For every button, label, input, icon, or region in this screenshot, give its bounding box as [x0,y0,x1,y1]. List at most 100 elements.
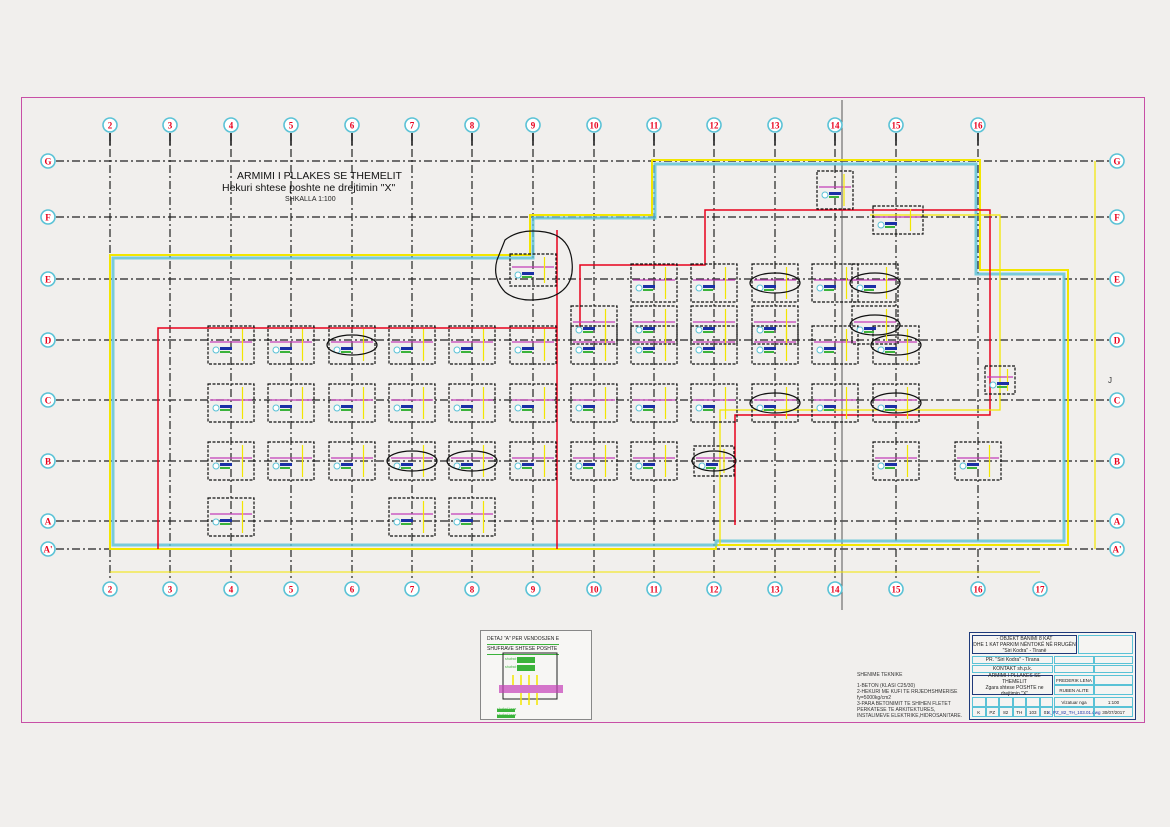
row-axis-right-bubble [1109,271,1125,287]
highlight-oval [870,392,922,414]
footing [630,305,678,345]
footing [570,325,618,365]
rebar-label-green [764,351,774,353]
footing-outline [509,441,557,481]
rebar-label-green [885,226,895,228]
rebar-label-green [220,467,230,469]
footing-outline [872,325,920,365]
rebar-label-green [341,467,351,469]
rebar-label-blue [764,347,776,350]
column-axis-top-label: 7 [410,121,415,131]
sheet-code-header [1012,697,1026,707]
footing [207,441,255,481]
footing-outline [448,441,496,481]
footing [509,325,557,365]
column-axis-top-label: 14 [831,121,841,131]
column-axis-top-bubble [586,117,602,133]
footing [872,441,920,481]
column-axis-top-bubble [344,117,360,133]
footing [811,263,859,303]
rebar-label-green [864,331,874,333]
rebar-label-blue [703,405,715,408]
footing-outline [690,325,738,365]
rebar-mark-icon [333,462,341,470]
row-axis-left-bubble [40,332,56,348]
outline-yellow [109,159,1069,550]
rebar-label-green [522,351,532,353]
rebar-label-blue [864,327,876,330]
empty-cell [1078,635,1133,654]
rebar-mark-icon [756,326,764,334]
rebar-mark-icon [393,346,401,354]
footing-outline [872,383,920,423]
footing [690,305,738,345]
footing [570,383,618,423]
rebar-mark-icon [877,221,885,229]
footing [448,497,496,537]
rebar-label-blue [583,327,595,330]
column-axis-bottom-bubble [223,581,239,597]
footing-outline [207,497,255,537]
column-axis-top-bubble [102,117,118,133]
rebar-mark-icon [575,326,583,334]
row-axis-left-bubble [40,153,56,169]
footing-outline [630,305,678,345]
footing-outline [630,441,678,481]
footing-outline [872,205,924,235]
column-axis-bottom-label: 6 [350,585,355,595]
rebar-mark-icon [514,462,522,470]
column-axis-bottom-bubble [283,581,299,597]
rebar-label-green [703,331,713,333]
sheet-code-cell: PZ [985,707,999,717]
highlight-oval [749,392,801,414]
rebar-label-blue [885,222,897,225]
project-line2: DHE 1 KAT PARKIM NËNTOKË NË RRUGËN "Siri… [973,641,1076,654]
rebar-mark-icon [212,462,220,470]
footing-outline [207,383,255,423]
rebar-label-green [583,467,593,469]
footing [267,441,315,481]
column-axis-top-label: 5 [289,121,294,131]
footing [207,497,255,537]
column-axis-top-label: 9 [531,121,536,131]
column-axis-top-bubble [283,117,299,133]
footing-outline [448,383,496,423]
rebar-label-blue [461,347,473,350]
empty-cell [1094,675,1133,685]
contractor: KONTAKT sh.p.k. [972,665,1053,673]
rebar-label-green [643,331,653,333]
detail-label-bottom2: shufrat baze [497,713,517,717]
detail-label-top1: shufrat shtese [505,657,527,661]
empty-cell [1094,685,1133,695]
footing [570,441,618,481]
column-axis-top-bubble [888,117,904,133]
rebar-mark-icon [756,346,764,354]
rebar-label-blue [864,285,876,288]
rebar-label-blue [643,463,655,466]
footing-outline [388,383,436,423]
rebar-label-green [280,351,290,353]
rebar-label-green [824,289,834,291]
footing-outline [207,441,255,481]
notes-line: 3-PARA BETONIMIT TE SHIHEN FLETET PERKAT… [857,701,951,713]
rebar-label-blue [341,347,353,350]
rebar-label-blue [885,405,897,408]
footing [954,441,1002,481]
notes-line: 2-HEKURI ME KUFI TE RRJEDHSHMERISE fy=50… [857,689,958,701]
column-axis-top-label: 15 [892,121,902,131]
sheet-code-cell: 82 [999,707,1013,717]
rebar-label-green [997,386,1007,388]
rebar-mark-icon [821,191,829,199]
rebar-label-green [522,409,532,411]
rebar-label-green [401,351,411,353]
column-axis-top-label: 16 [974,121,984,131]
column-axis-top-label: 8 [470,121,475,131]
rebar-label-blue [583,405,595,408]
footing [267,325,315,365]
file-name: K_PZ_82_TH_103.01.dwg [1047,707,1101,717]
footing-outline [811,383,859,423]
row-axis-left-label: A [45,517,52,527]
detail-title: DETAJ "A" PER VENDOSJEN E SHUFRAVE SHTES… [487,635,560,655]
footing [811,383,859,423]
